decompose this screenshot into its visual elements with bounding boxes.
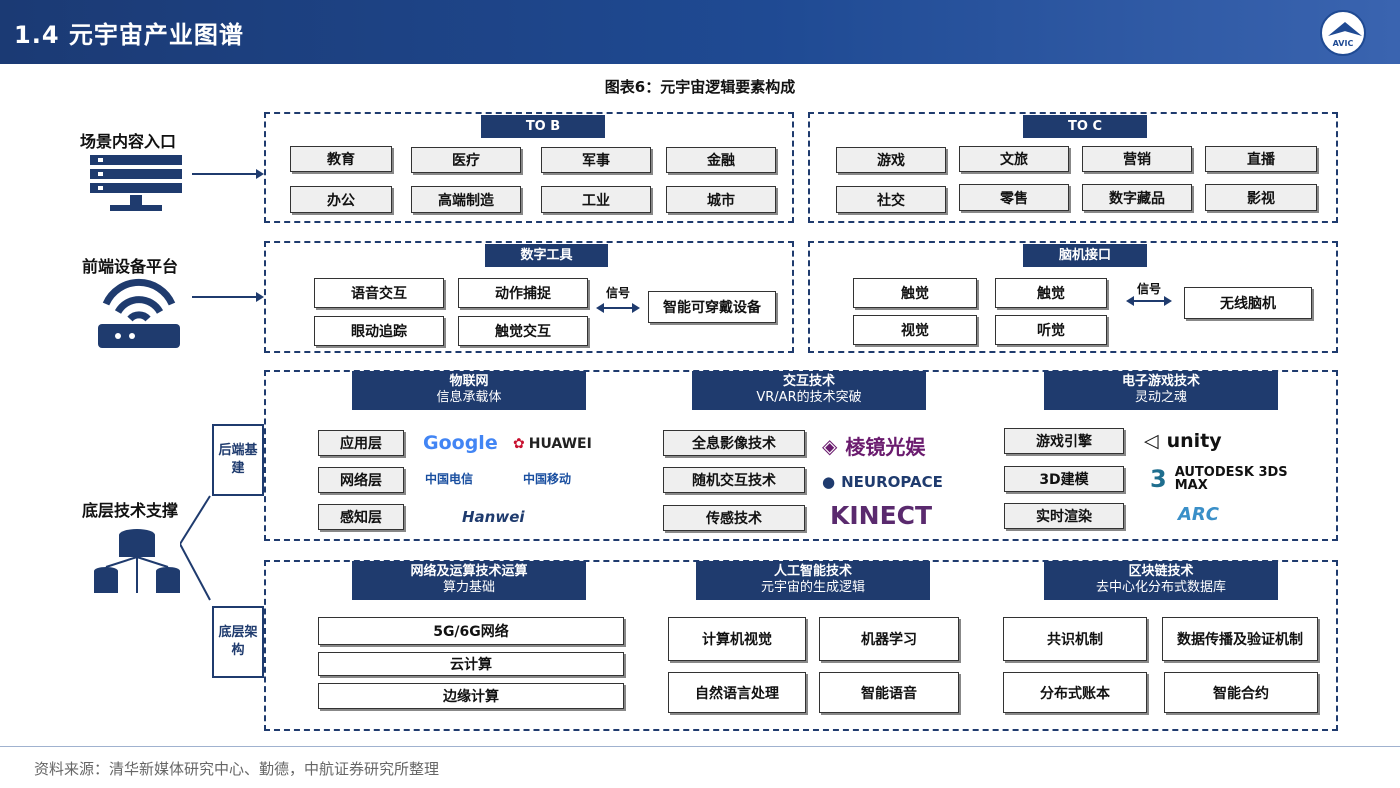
source-note: 资料来源：清华新媒体研究中心、勤德，中航证券研究所整理 bbox=[34, 760, 440, 778]
inter-item: 传感技术 bbox=[663, 505, 805, 531]
tob-item: 军事 bbox=[541, 147, 651, 173]
net-item: 云计算 bbox=[318, 652, 624, 676]
bci-item: 视觉 bbox=[853, 315, 977, 345]
hanwei-logo: Hanwei bbox=[462, 508, 525, 526]
figure-caption: 图表6：元宇宙逻辑要素构成 bbox=[604, 78, 796, 96]
arc-logo: ARC bbox=[1178, 504, 1220, 525]
signal-label: 信号 bbox=[606, 286, 631, 300]
device-label: 前端设备平台 bbox=[82, 257, 179, 276]
toc-item: 游戏 bbox=[836, 147, 946, 173]
tob-item: 工业 bbox=[541, 186, 651, 213]
iot-item: 感知层 bbox=[318, 504, 404, 530]
toc-title: TO C bbox=[1023, 115, 1147, 138]
ai-item: 自然语言处理 bbox=[668, 672, 806, 713]
china-mobile-logo: 中国移动 bbox=[523, 472, 572, 486]
digital-item: 动作捕捉 bbox=[458, 278, 588, 308]
toc-box bbox=[808, 112, 1338, 223]
digital-box bbox=[264, 241, 794, 353]
wing-icon bbox=[1328, 22, 1362, 36]
net-item: 5G/6G网络 bbox=[318, 617, 624, 645]
game-item: 实时渲染 bbox=[1004, 503, 1124, 529]
avic-logo: AVIC bbox=[1320, 10, 1366, 56]
digital-target: 智能可穿戴设备 bbox=[648, 291, 776, 323]
bci-box bbox=[808, 241, 1338, 353]
header-bar: 1.4 元宇宙产业图谱 AVIC bbox=[0, 0, 1400, 64]
tob-item: 高端制造 bbox=[411, 186, 521, 213]
digital-item: 语音交互 bbox=[314, 278, 444, 308]
iot-item: 网络层 bbox=[318, 467, 404, 493]
signal-arrow bbox=[596, 303, 640, 313]
tob-item: 医疗 bbox=[411, 147, 521, 173]
router-icon bbox=[98, 278, 180, 348]
tob-item: 金融 bbox=[666, 147, 776, 173]
scene-arrow bbox=[192, 169, 264, 179]
branch-arrows bbox=[180, 495, 211, 601]
chain-item: 智能合约 bbox=[1164, 672, 1318, 713]
bci-item: 触觉 bbox=[853, 278, 977, 308]
footer-divider bbox=[0, 746, 1400, 747]
tob-box bbox=[264, 112, 794, 223]
signal-arrow bbox=[1126, 296, 1172, 306]
inter-item: 全息影像技术 bbox=[663, 430, 805, 456]
bci-item: 听觉 bbox=[995, 315, 1107, 345]
net-header: 网络及运算技术运算算力基础 bbox=[352, 561, 586, 600]
game-item: 3D建模 bbox=[1004, 466, 1124, 492]
digital-item: 触觉交互 bbox=[458, 316, 588, 346]
iot-header: 物联网信息承载体 bbox=[352, 371, 586, 410]
tob-item: 教育 bbox=[290, 146, 392, 172]
neuropace-logo: ●NEUROPACE bbox=[822, 473, 943, 491]
device-arrow bbox=[192, 292, 264, 302]
page-title: 1.4 元宇宙产业图谱 bbox=[14, 21, 244, 49]
scene-label: 场景内容入口 bbox=[80, 132, 177, 151]
ai-header: 人工智能技术元宇宙的生成逻辑 bbox=[696, 561, 930, 600]
ai-item: 机器学习 bbox=[819, 617, 959, 661]
chain-item: 共识机制 bbox=[1003, 617, 1147, 661]
ai-item: 计算机视觉 bbox=[668, 617, 806, 661]
chain-item: 数据传播及验证机制 bbox=[1162, 617, 1318, 661]
kinect-logo: KINECT bbox=[830, 501, 933, 530]
game-header: 电子游戏技术灵动之魂 bbox=[1044, 371, 1278, 410]
prism-logo: ◈棱镜光娱 bbox=[822, 433, 926, 460]
tob-item: 城市 bbox=[666, 186, 776, 213]
tech-label: 底层技术支撑 bbox=[82, 501, 179, 520]
unity-logo: ◁unity bbox=[1144, 430, 1222, 452]
tob-item: 办公 bbox=[290, 186, 392, 213]
tob-title: TO B bbox=[481, 115, 605, 138]
bci-title: 脑机接口 bbox=[1023, 244, 1147, 267]
toc-item: 直播 bbox=[1205, 146, 1317, 172]
monitor-icon bbox=[90, 155, 182, 211]
signal-label: 信号 bbox=[1137, 282, 1162, 296]
chain-item: 分布式账本 bbox=[1003, 672, 1147, 713]
toc-item: 营销 bbox=[1082, 146, 1192, 172]
toc-item: 影视 bbox=[1205, 184, 1317, 211]
iot-item: 应用层 bbox=[318, 430, 404, 456]
net-item: 边缘计算 bbox=[318, 683, 624, 709]
toc-item: 数字藏品 bbox=[1082, 184, 1192, 211]
google-logo: Google bbox=[423, 432, 498, 454]
database-icon bbox=[94, 529, 180, 593]
huawei-logo: ✿HUAWEI bbox=[513, 436, 592, 452]
digital-item: 眼动追踪 bbox=[314, 316, 444, 346]
base-label: 底层架构 bbox=[212, 606, 264, 678]
game-item: 游戏引擎 bbox=[1004, 428, 1124, 454]
toc-item: 零售 bbox=[959, 184, 1069, 211]
chain-header: 区块链技术去中心化分布式数据库 bbox=[1044, 561, 1278, 600]
bci-target: 无线脑机 bbox=[1184, 287, 1312, 319]
digital-title: 数字工具 bbox=[485, 244, 608, 267]
backend-label: 后端基建 bbox=[212, 424, 264, 496]
toc-item: 文旅 bbox=[959, 146, 1069, 172]
bci-item: 触觉 bbox=[995, 278, 1107, 308]
ai-item: 智能语音 bbox=[819, 672, 959, 713]
toc-item: 社交 bbox=[836, 186, 946, 213]
china-telecom-logo: 中国电信 bbox=[425, 472, 474, 486]
inter-item: 随机交互技术 bbox=[663, 467, 805, 493]
